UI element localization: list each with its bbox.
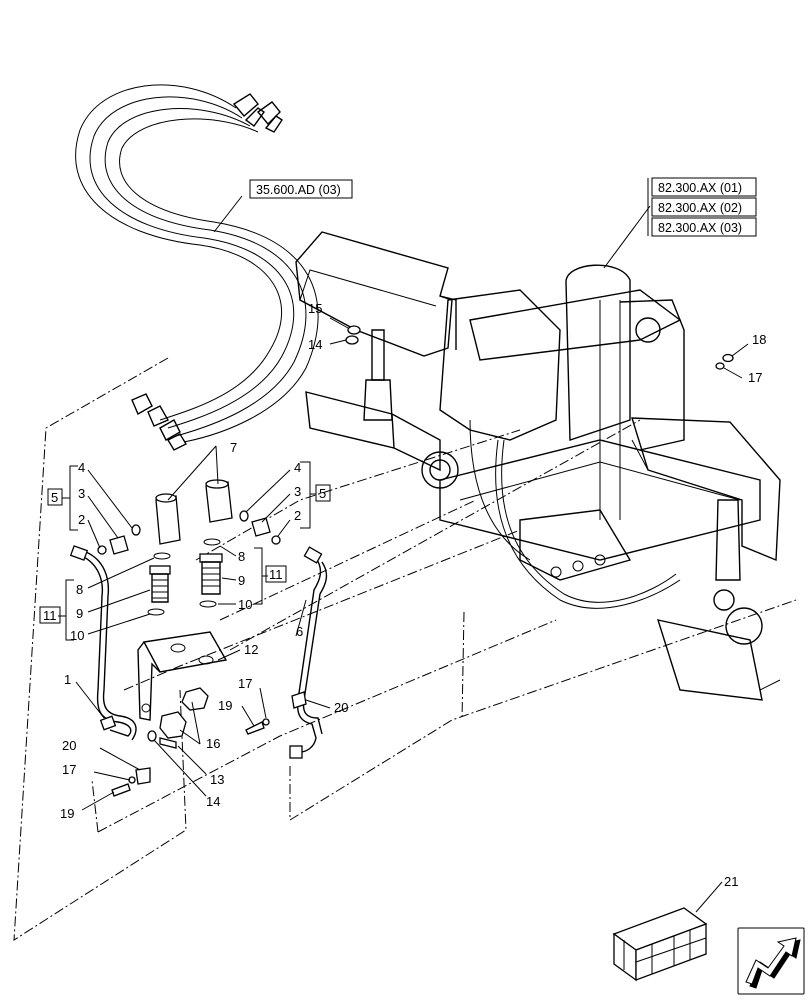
kit-11-left-label[interactable]: 11 bbox=[43, 608, 57, 623]
kit-5-left[interactable]: 5 bbox=[47, 488, 63, 506]
callout-17-mid: 17 bbox=[238, 676, 252, 691]
callout-3-right: 3 bbox=[294, 484, 301, 499]
frame-reference-box-3[interactable]: 82.300.AX (03) bbox=[651, 217, 757, 237]
callout-9-right: 9 bbox=[238, 573, 245, 588]
callout-6: 6 bbox=[296, 624, 303, 639]
callout-14-bottom: 14 bbox=[206, 794, 220, 809]
kit-bracket-11-left bbox=[58, 579, 74, 641]
callout-7: 7 bbox=[230, 440, 237, 455]
adapter-set-left bbox=[97, 524, 141, 555]
loader-frame bbox=[295, 231, 781, 701]
hose-ref-label[interactable]: 35.600.AD (03) bbox=[256, 183, 341, 197]
callout-14-top: 14 bbox=[308, 337, 322, 352]
callout-17-left: 17 bbox=[62, 762, 76, 777]
callout-2-left: 2 bbox=[78, 512, 85, 527]
callout-19-left: 19 bbox=[60, 806, 74, 821]
callout-21: 21 bbox=[724, 874, 738, 889]
leader-lines bbox=[75, 195, 749, 913]
callout-15: 15 bbox=[308, 301, 322, 316]
frame-reference-box-2[interactable]: 82.300.AX (02) bbox=[651, 197, 757, 217]
callout-9-left: 9 bbox=[76, 606, 83, 621]
callout-13: 13 bbox=[210, 772, 224, 787]
frame-ref-label-3[interactable]: 82.300.AX (03) bbox=[658, 221, 742, 235]
fasteners bbox=[111, 687, 307, 797]
hose-reference-box[interactable]: 35.600.AD (03) bbox=[249, 179, 353, 199]
kit-5-right-label[interactable]: 5 bbox=[319, 486, 326, 501]
kit-bracket-11-right bbox=[254, 547, 268, 605]
callout-17-right: 17 bbox=[748, 370, 762, 385]
frame-ref-label-2[interactable]: 82.300.AX (02) bbox=[658, 201, 742, 215]
callout-2-right: 2 bbox=[294, 508, 301, 523]
phantom-lines bbox=[13, 357, 797, 941]
callout-3-left: 3 bbox=[78, 486, 85, 501]
bulkhead-left bbox=[147, 552, 171, 616]
callout-8-left: 8 bbox=[76, 582, 83, 597]
callout-1: 1 bbox=[64, 672, 71, 687]
callout-8-right: 8 bbox=[238, 549, 245, 564]
callout-19-mid: 19 bbox=[218, 698, 232, 713]
callout-10-right: 10 bbox=[238, 597, 252, 612]
kit-11-right-label[interactable]: 11 bbox=[269, 567, 283, 582]
parts-crate-icon bbox=[612, 907, 708, 982]
bracket-12 bbox=[137, 631, 228, 721]
kit-5-left-label[interactable]: 5 bbox=[51, 490, 58, 505]
callout-20-right: 20 bbox=[334, 700, 348, 715]
frame-reference-box-1[interactable]: 82.300.AX (01) bbox=[651, 177, 757, 197]
callout-12: 12 bbox=[244, 642, 258, 657]
bulkhead-right bbox=[199, 538, 223, 608]
kit-11-left[interactable]: 11 bbox=[39, 606, 61, 624]
callout-20-left: 20 bbox=[62, 738, 76, 753]
callout-10-left: 10 bbox=[70, 628, 84, 643]
coupling-7 bbox=[155, 479, 233, 545]
callout-4-right: 4 bbox=[294, 460, 301, 475]
kit-11-right[interactable]: 11 bbox=[265, 565, 287, 583]
kit-bracket-5-right bbox=[300, 461, 316, 529]
kit-5-right[interactable]: 5 bbox=[315, 484, 331, 502]
callout-4-left: 4 bbox=[78, 460, 85, 475]
callout-16: 16 bbox=[206, 736, 220, 751]
callouts: 15 14 18 17 7 4 3 2 4 3 2 8 9 10 8 9 10 … bbox=[60, 301, 766, 889]
next-page-arrow-icon[interactable] bbox=[737, 927, 805, 995]
adapter-set-right bbox=[239, 510, 281, 545]
kit-bracket-5-left bbox=[62, 465, 78, 531]
callout-18: 18 bbox=[752, 332, 766, 347]
frame-ref-label-1[interactable]: 82.300.AX (01) bbox=[658, 181, 742, 195]
hydraulic-hoses bbox=[75, 84, 319, 451]
